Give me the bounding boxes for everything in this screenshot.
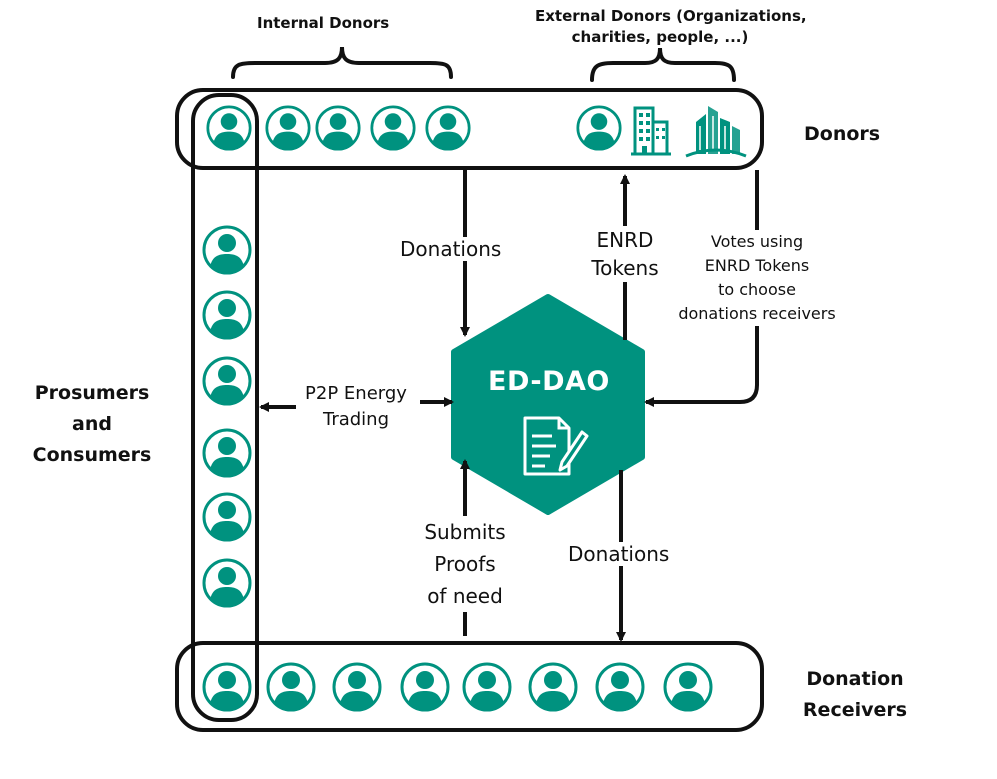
prosumers-line3: Consumers xyxy=(32,444,152,466)
receivers-row xyxy=(202,662,713,712)
internal-donors-brace xyxy=(231,46,453,79)
votes-line4: donations receivers xyxy=(678,304,836,323)
proofs-line2: Proofs xyxy=(434,552,496,576)
person-icon xyxy=(202,356,252,406)
person-icon xyxy=(265,105,311,151)
person-icon xyxy=(202,492,252,542)
enrd-tokens-label: ENRD Tokens xyxy=(575,226,675,282)
ed-dao-title: ED-DAO xyxy=(488,366,610,397)
enrd-tokens-line2: Tokens xyxy=(591,256,659,280)
external-donors-label: External Donors (Organizations, charitie… xyxy=(535,6,807,48)
votes-line3: to choose xyxy=(718,280,796,299)
person-icon xyxy=(663,662,713,712)
prosumers-column xyxy=(202,225,252,608)
donation-receivers-line2: Receivers xyxy=(802,699,908,721)
votes-label: Votes using ENRD Tokens to choose donati… xyxy=(662,230,852,326)
external-donors-brace xyxy=(590,47,736,82)
votes-line1: Votes using xyxy=(710,232,804,251)
internal-donors-label: Internal Donors xyxy=(257,14,390,32)
donation-receivers-label: Donation Receivers xyxy=(795,664,915,726)
prosumers-line2: and xyxy=(72,413,112,435)
external-donors-line2: charities, people, ...) xyxy=(571,28,749,46)
proofs-line3: of need xyxy=(427,584,503,608)
donations-out-label: Donations xyxy=(566,542,672,566)
person-icon xyxy=(315,105,361,151)
person-icon xyxy=(425,105,471,151)
p2p-line2: Trading xyxy=(322,409,390,430)
person-icon xyxy=(528,662,578,712)
person-icon xyxy=(202,662,252,712)
external-donors-line1: External Donors (Organizations, xyxy=(535,7,807,25)
prosumers-label: Prosumers and Consumers xyxy=(22,378,162,471)
person-icon xyxy=(576,105,622,151)
p2p-line1: P2P Energy xyxy=(305,383,407,404)
proofs-label: Submits Proofs of need xyxy=(405,516,525,612)
votes-line2: ENRD Tokens xyxy=(704,256,810,275)
person-icon xyxy=(462,662,512,712)
enrd-tokens-line1: ENRD xyxy=(596,228,654,252)
prosumers-line1: Prosumers xyxy=(34,382,150,404)
person-icon xyxy=(400,662,450,712)
person-icon xyxy=(370,105,416,151)
ed-dao-node[interactable] xyxy=(451,294,645,515)
person-icon xyxy=(206,105,252,151)
internal-donors-row xyxy=(206,105,471,151)
person-icon xyxy=(266,662,316,712)
donors-container xyxy=(175,88,764,170)
external-donors-row xyxy=(576,105,747,158)
proofs-line1: Submits xyxy=(424,520,506,544)
donations-in-label: Donations xyxy=(398,237,504,261)
receivers-container xyxy=(175,641,764,732)
document-pen-icon xyxy=(523,416,589,476)
prosumers-container xyxy=(191,93,259,722)
p2p-label: P2P Energy Trading xyxy=(292,381,420,433)
person-icon xyxy=(202,428,252,478)
person-icon xyxy=(202,558,252,608)
person-icon xyxy=(202,225,252,275)
donation-receivers-line1: Donation xyxy=(806,668,904,690)
city-skyline-icon xyxy=(685,106,747,158)
person-icon xyxy=(332,662,382,712)
office-building-icon xyxy=(631,106,671,156)
person-icon xyxy=(595,662,645,712)
donors-label: Donors xyxy=(804,123,881,145)
votes-arrow xyxy=(644,170,759,407)
person-icon xyxy=(202,290,252,340)
